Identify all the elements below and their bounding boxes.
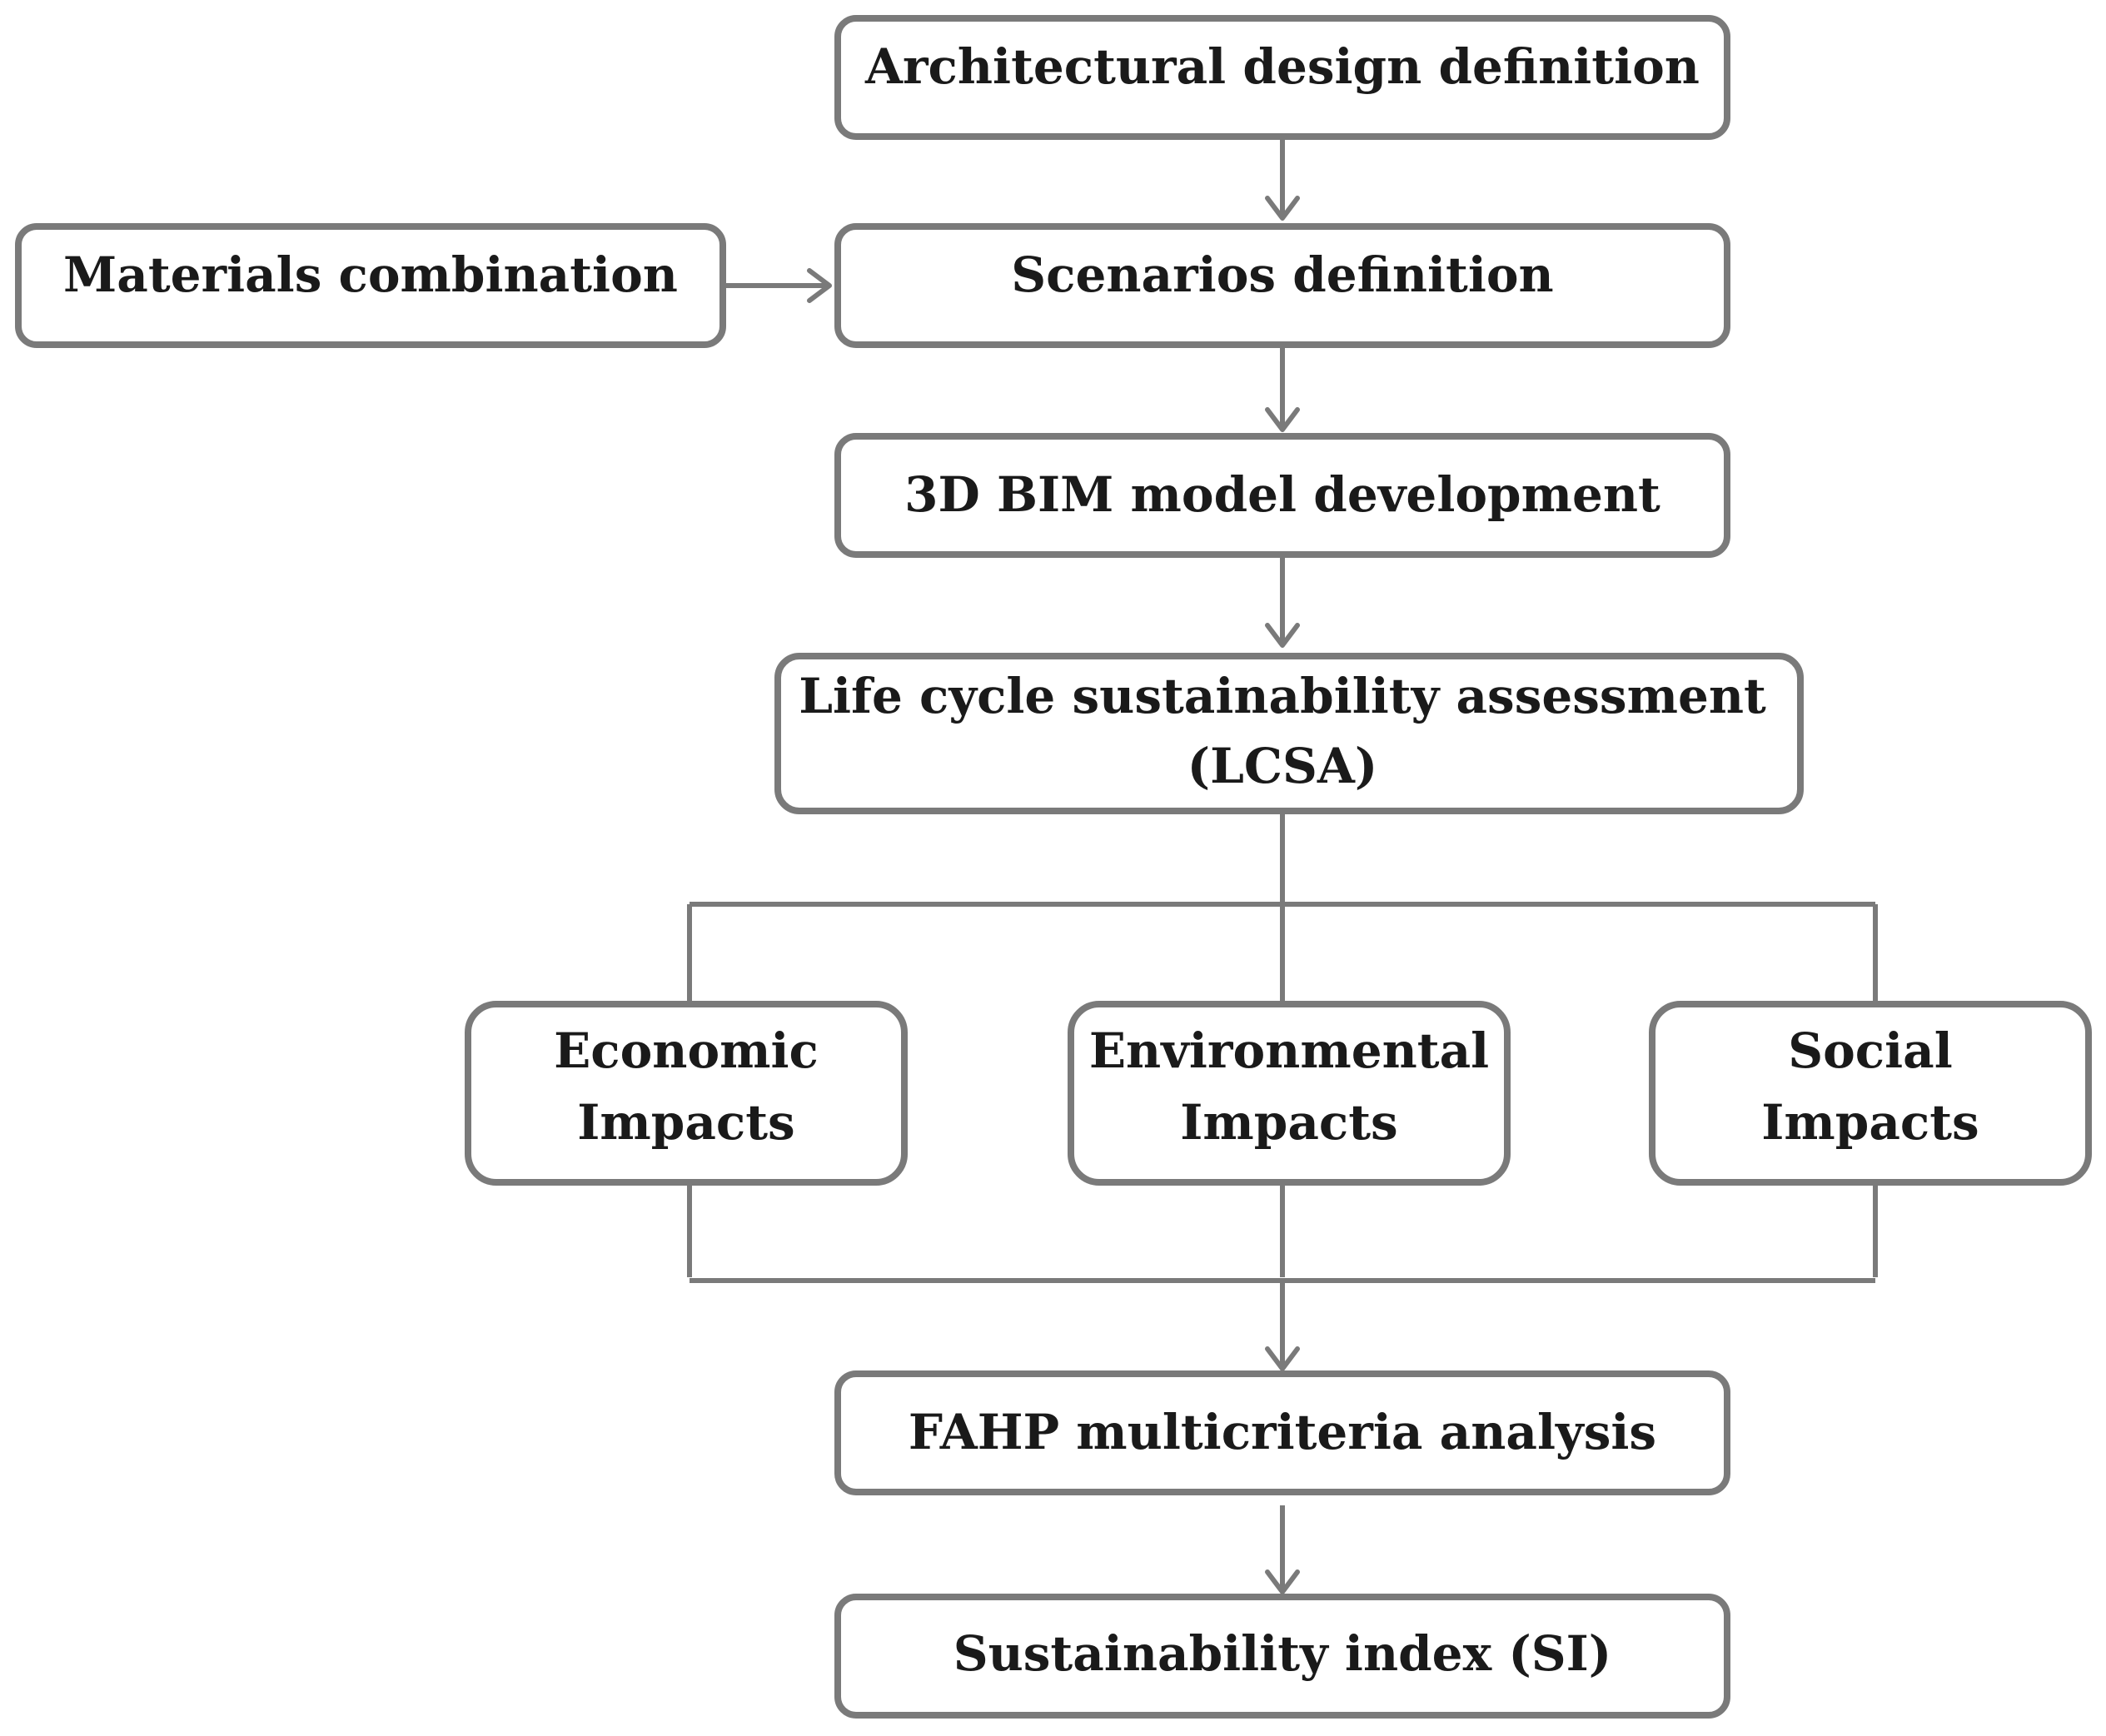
arrowhead-merge-to-fahp: [1265, 1346, 1300, 1371]
arrowhead-scenarios-to-bim: [1265, 407, 1300, 432]
arrowhead-materials-to-scenarios: [807, 268, 832, 303]
node-economic-impacts: Economic Impacts: [465, 1001, 908, 1186]
node-lcsa: Life cycle sustainability assessment (LC…: [774, 653, 1804, 814]
node-fahp-box: [834, 1370, 1730, 1495]
node-social-impacts-label-line2: Impacts: [1761, 1094, 1979, 1151]
node-environmental-impacts-box: [1068, 1001, 1511, 1186]
arrowhead-fahp-to-si: [1265, 1569, 1300, 1594]
node-materials-combination: Materials combination: [15, 223, 726, 348]
node-economic-impacts-label-line1: Economic: [554, 1022, 819, 1079]
node-materials-combination-label: Materials combination: [63, 246, 678, 303]
connectors: [687, 140, 1878, 1594]
node-lcsa-box: [774, 653, 1804, 814]
node-environmental-impacts: Environmental Impacts: [1068, 1001, 1511, 1186]
node-economic-impacts-box: [465, 1001, 908, 1186]
node-architectural-design: Architectural design definition: [834, 15, 1730, 140]
node-lcsa-label-line1: Life cycle sustainability assessment: [799, 668, 1766, 724]
arrowhead-architectural-to-scenarios: [1265, 196, 1300, 221]
node-architectural-design-box: [834, 15, 1730, 140]
node-sustainability-index-box: [834, 1594, 1730, 1719]
node-lcsa-label-line2: (LCSA): [1187, 738, 1378, 794]
node-environmental-impacts-label-line1: Environmental: [1089, 1022, 1489, 1079]
node-social-impacts-box: [1649, 1001, 2092, 1186]
node-sustainability-index: Sustainability index (SI): [834, 1594, 1730, 1719]
node-bim-model-label: 3D BIM model development: [904, 466, 1660, 523]
node-scenarios-definition-box: [834, 223, 1730, 348]
arrowhead-bim-to-lcsa: [1265, 623, 1300, 648]
node-materials-combination-box: [15, 223, 726, 348]
node-social-impacts: Social Impacts: [1649, 1001, 2092, 1186]
node-fahp-label: FAHP multicriteria analysis: [909, 1404, 1656, 1460]
node-environmental-impacts-label-line2: Impacts: [1180, 1094, 1397, 1151]
node-economic-impacts-label-line2: Impacts: [577, 1094, 794, 1151]
node-architectural-design-label: Architectural design definition: [864, 38, 1700, 95]
node-fahp: FAHP multicriteria analysis: [834, 1370, 1730, 1495]
node-social-impacts-label-line1: Social: [1788, 1022, 1953, 1079]
node-scenarios-definition-label: Scenarios definition: [1011, 246, 1553, 303]
node-bim-model-box: [834, 433, 1730, 558]
node-bim-model: 3D BIM model development: [834, 433, 1730, 558]
node-scenarios-definition: Scenarios definition: [834, 223, 1730, 348]
node-sustainability-index-label: Sustainability index (SI): [953, 1625, 1612, 1682]
